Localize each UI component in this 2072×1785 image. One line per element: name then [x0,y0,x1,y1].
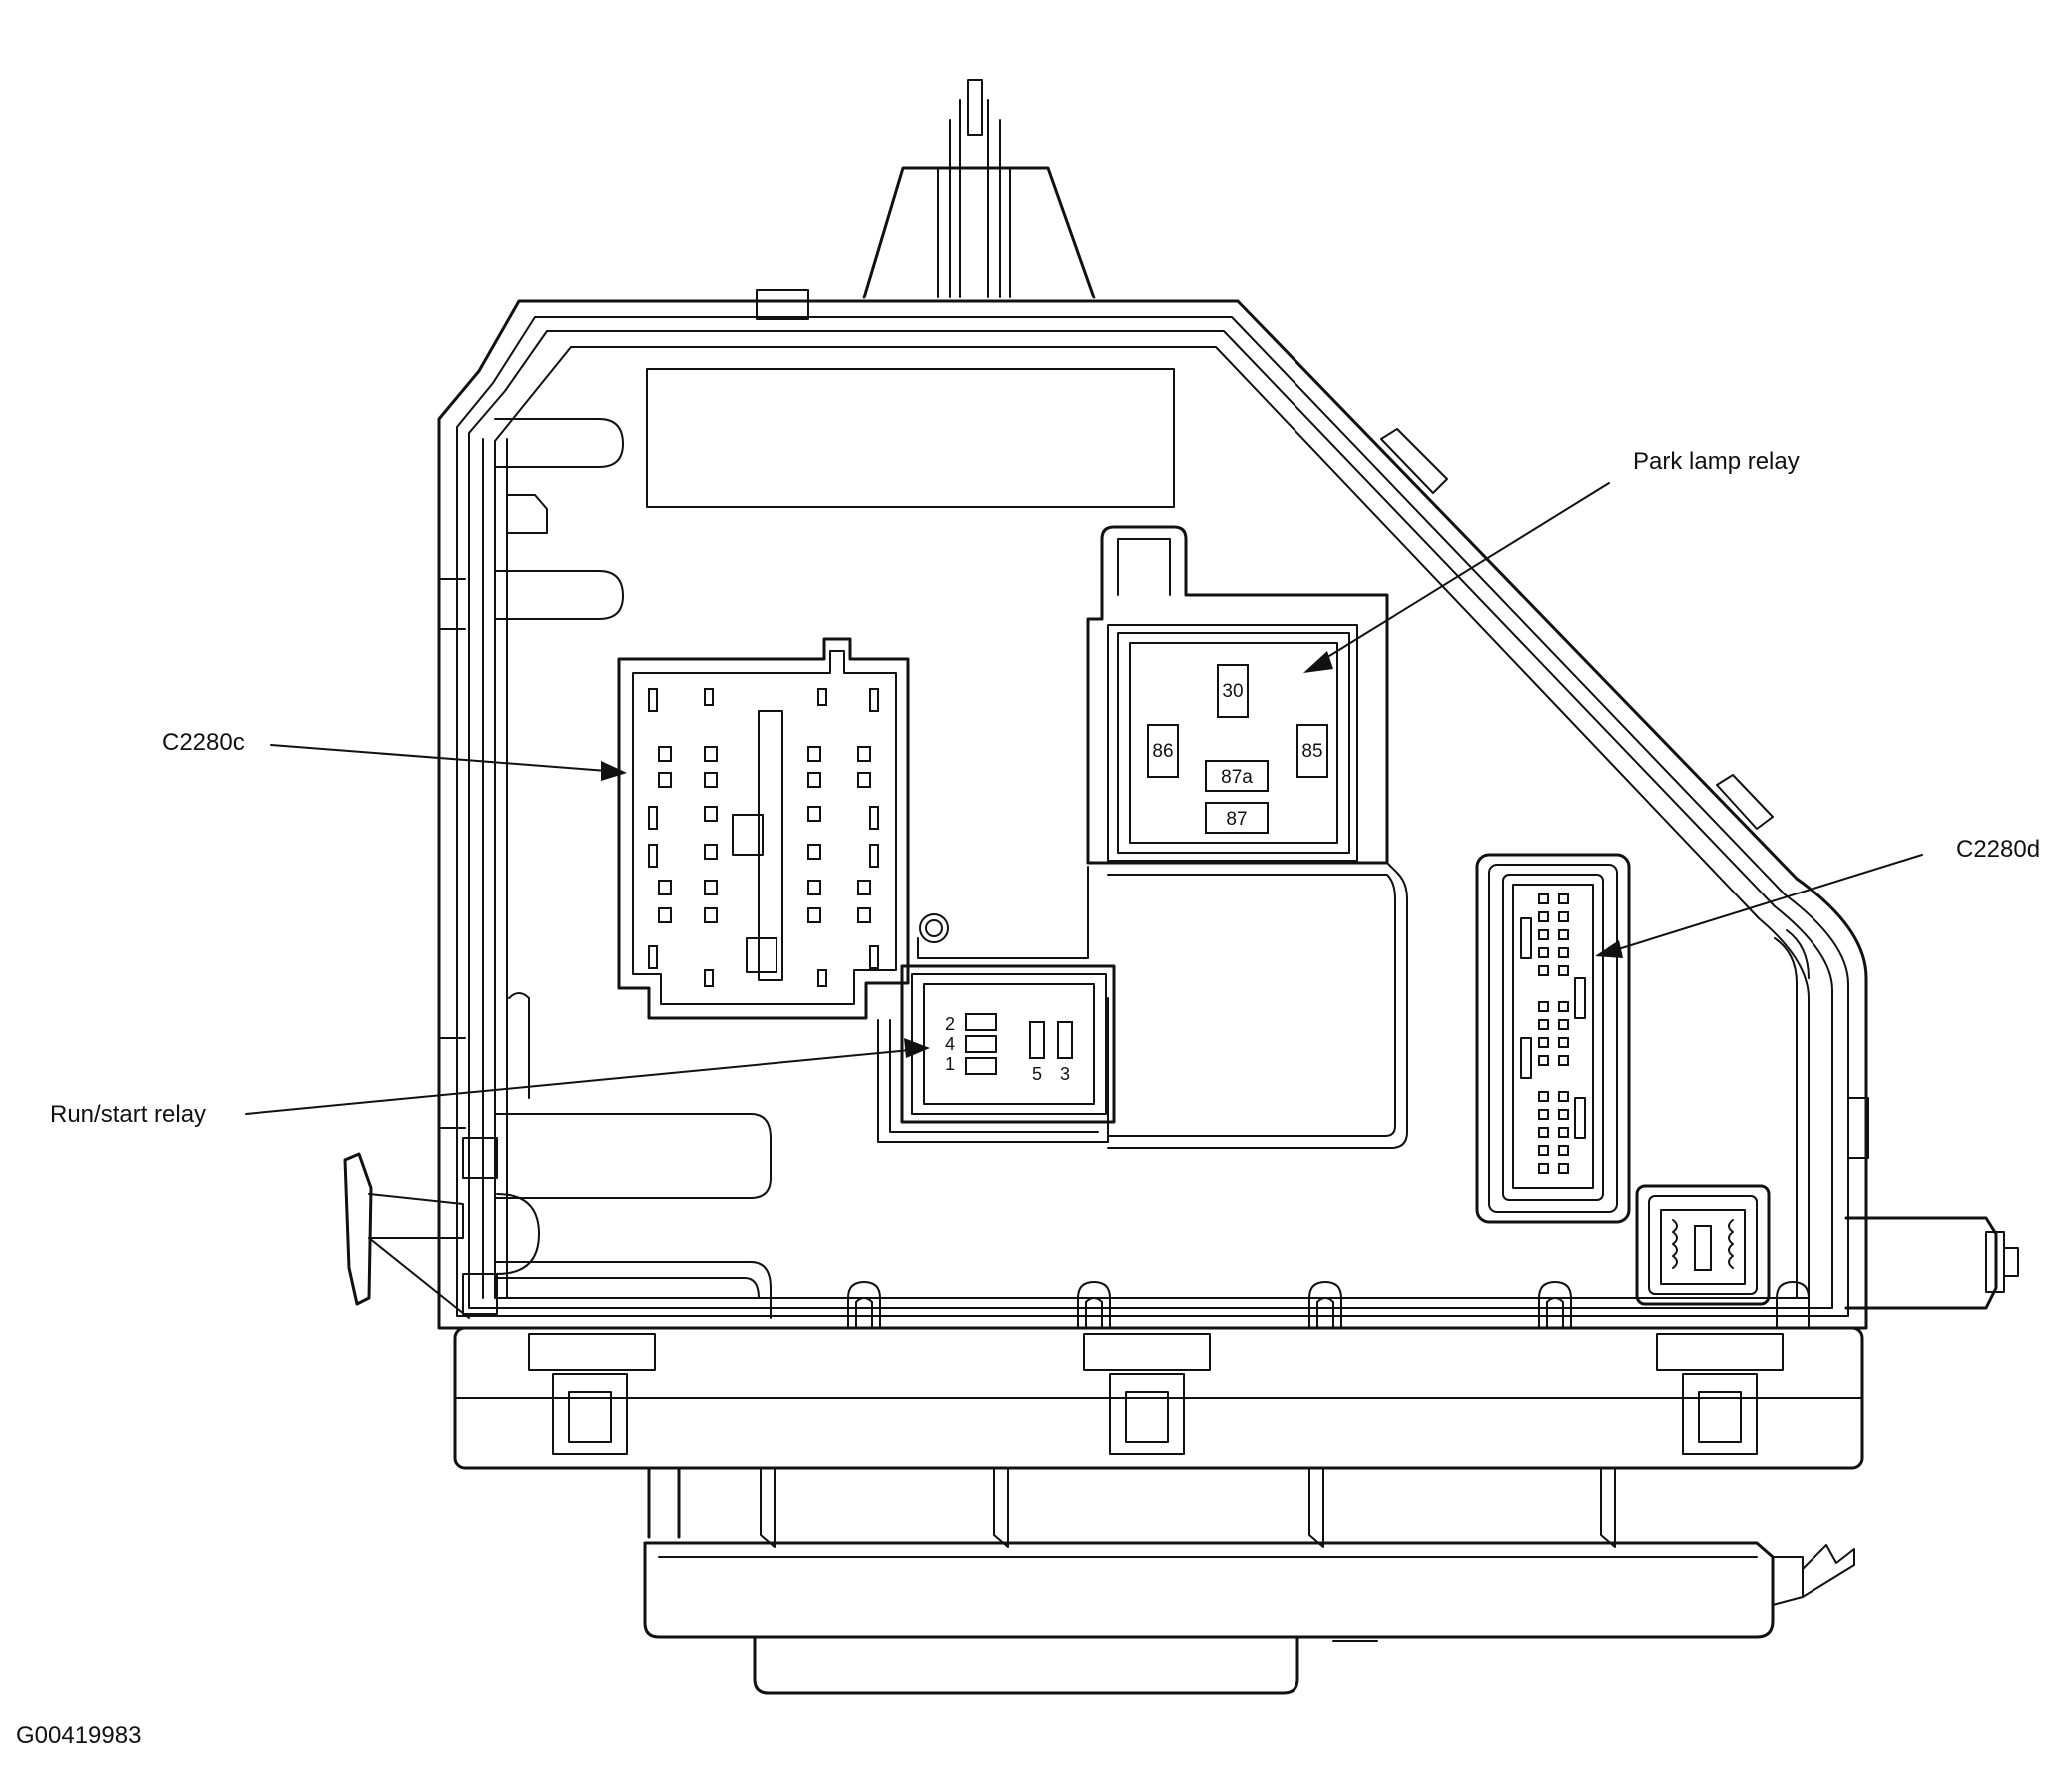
park-lamp-relay-socket: 30 86 85 87a 87 [1086,525,1408,1149]
housing-outline [437,299,1868,1330]
top-mounting-tab [756,79,1096,320]
label-run-start-relay: Run/start relay [50,1101,206,1128]
right-side-latch [1844,1097,2019,1310]
park-lamp-relay-terminals: 30 86 85 87a 87 [1147,664,1328,834]
terminal-5: 5 [1032,1064,1042,1084]
c2280c-pins [648,688,879,987]
terminal-87a: 87a [1221,767,1253,788]
connector-c2280d [1475,853,1631,1224]
run-start-relay-terminals: 2 4 1 5 3 [945,1013,1073,1084]
terminal-2: 2 [945,1014,955,1034]
terminal-30: 30 [1222,681,1243,702]
terminal-3: 3 [1060,1064,1070,1084]
callout-leaders [245,482,1923,1115]
arrow-c2280d-icon [1595,940,1623,958]
arrow-run-start-relay-icon [904,1038,930,1058]
floor-clips [847,1281,1810,1329]
terminal-85: 85 [1301,741,1322,762]
run-start-relay-socket: 2 4 1 5 3 [877,866,1116,1143]
connector-c2280c [617,637,949,1020]
terminal-87: 87 [1226,809,1247,830]
c2280d-pins [1538,893,1569,1174]
terminal-86: 86 [1152,741,1173,762]
small-connector-lower-right [1635,1184,1771,1306]
terminal-1: 1 [945,1054,955,1074]
left-side-features [343,418,772,1319]
label-c2280d: C2280d [1956,836,2040,863]
figure-id: G00419983 [16,1722,141,1749]
base-housing [453,1326,1864,1695]
terminal-4: 4 [945,1034,955,1054]
arrow-c2280c-icon [601,761,627,781]
label-c2280c: C2280c [162,729,245,756]
label-park-lamp-relay: Park lamp relay [1633,448,1800,475]
arrow-park-lamp-relay-icon [1303,651,1333,673]
